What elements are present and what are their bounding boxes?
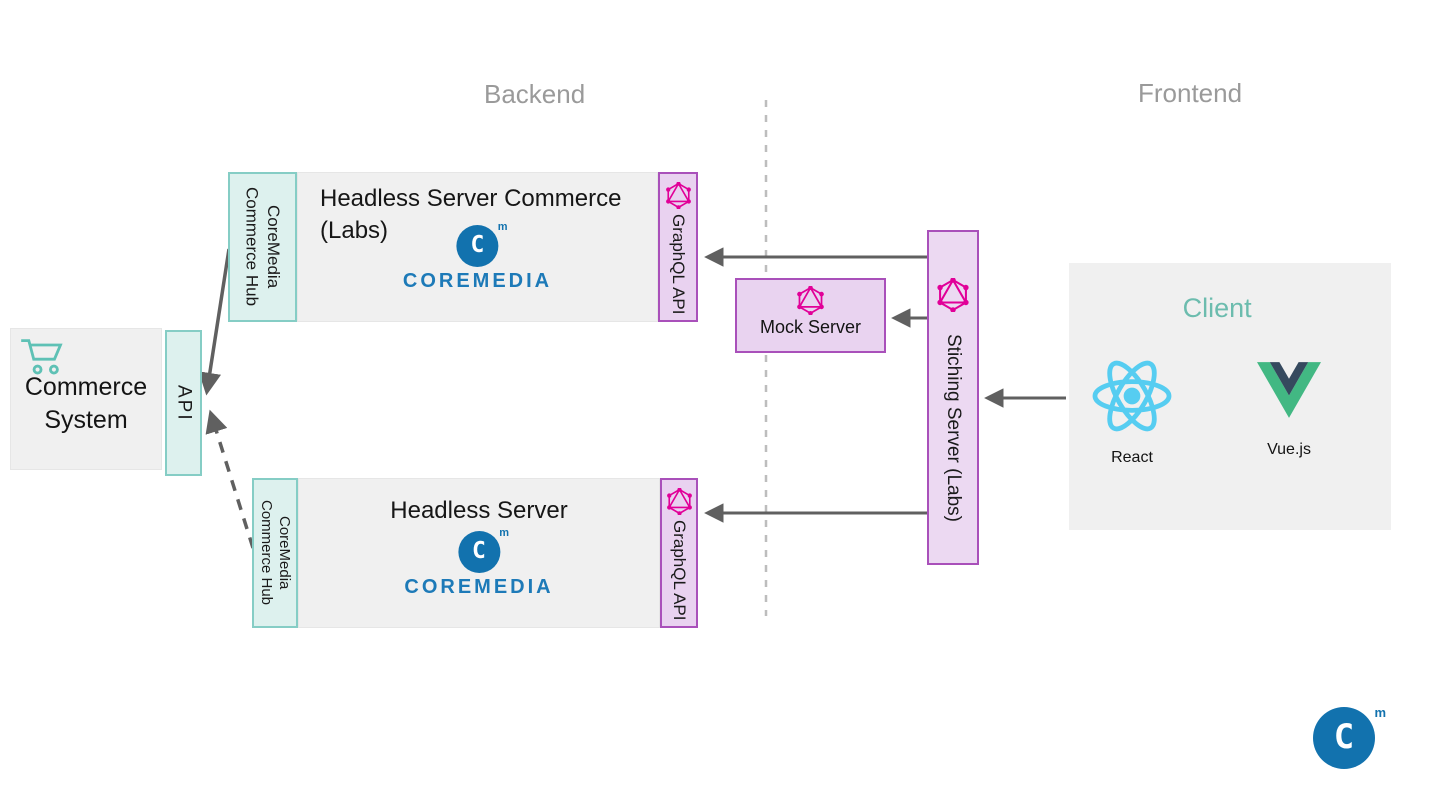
commerce-api-strip: API — [165, 330, 202, 476]
headless-server-commerce-box: Headless Server Commerce (Labs) C m CORE… — [297, 172, 658, 322]
arrow-commerce-hub-to-api — [198, 248, 231, 396]
commerce-hub-strip-bottom: CoreMedia Commerce Hub — [252, 478, 298, 628]
coremedia-logo-icon: C m — [1313, 705, 1386, 769]
arrow-headless-hub-to-api-dashed — [205, 409, 255, 549]
vue-framework: Vue.js — [1229, 362, 1349, 459]
coremedia-brand: C m COREMEDIA — [402, 221, 553, 293]
coremedia-brand: C m COREMEDIA — [404, 527, 554, 599]
client-box: Client React Vue.js — [1069, 263, 1391, 530]
coremedia-wordmark: COREMEDIA — [402, 270, 553, 292]
coremedia-c: C — [470, 232, 485, 258]
vue-label: Vue.js — [1267, 441, 1311, 458]
headless-server-group: CoreMedia Commerce Hub Headless Server C… — [252, 478, 698, 628]
headless-server-title: Headless Server — [390, 497, 568, 524]
coremedia-wordmark: COREMEDIA — [404, 576, 554, 598]
graphql-icon — [796, 286, 825, 315]
coremedia-m-mark: m — [497, 221, 508, 233]
commerce-hub-label-top: CoreMedia Commerce Hub — [242, 187, 283, 307]
shopping-cart-icon — [21, 339, 63, 375]
frontend-section-label: Frontend — [1138, 78, 1243, 108]
commerce-api-label: API — [173, 384, 195, 422]
client-title: Client — [1182, 293, 1252, 323]
graphql-icon — [665, 182, 692, 209]
react-label: React — [1111, 449, 1153, 466]
coremedia-m-mark: m — [499, 527, 509, 539]
stitching-server-box: Stiching Server (Labs) — [927, 230, 979, 565]
commerce-system-box: Commerce System — [10, 328, 162, 470]
coremedia-c: C — [472, 538, 486, 564]
coremedia-c: C — [1333, 716, 1355, 757]
mock-server-label: Mock Server — [759, 317, 862, 337]
coremedia-m-mark: m — [1374, 705, 1386, 720]
graphql-api-strip-top: GraphQL API — [658, 172, 698, 322]
coremedia-logo-icon: C m — [456, 221, 507, 267]
commerce-hub-strip-top: CoreMedia Commerce Hub — [228, 172, 297, 322]
mock-server-box: Mock Server — [735, 278, 886, 353]
react-icon — [1092, 360, 1172, 432]
headless-server-commerce-title: Headless Server Commerce (Labs) — [320, 185, 622, 245]
commerce-hub-label-bottom: CoreMedia Commerce Hub — [258, 500, 293, 606]
react-framework: React — [1077, 353, 1187, 467]
headless-server-box: Headless Server C m COREMEDIA — [298, 478, 660, 628]
graphql-icon — [936, 278, 970, 312]
commerce-system-label: Commerce System — [24, 373, 148, 434]
graphql-api-label-top: GraphQL API — [669, 214, 688, 315]
backend-section-label: Backend — [484, 79, 586, 109]
stitching-server-label: Stiching Server (Labs) — [943, 334, 964, 522]
coremedia-logo-icon: C m — [457, 527, 509, 573]
headless-server-commerce-group: CoreMedia Commerce Hub Headless Server C… — [228, 172, 698, 322]
vue-icon — [1257, 362, 1321, 418]
graphql-icon — [666, 488, 693, 515]
graphql-api-label-bottom: GraphQL API — [670, 520, 689, 621]
graphql-api-strip-bottom: GraphQL API — [660, 478, 698, 628]
